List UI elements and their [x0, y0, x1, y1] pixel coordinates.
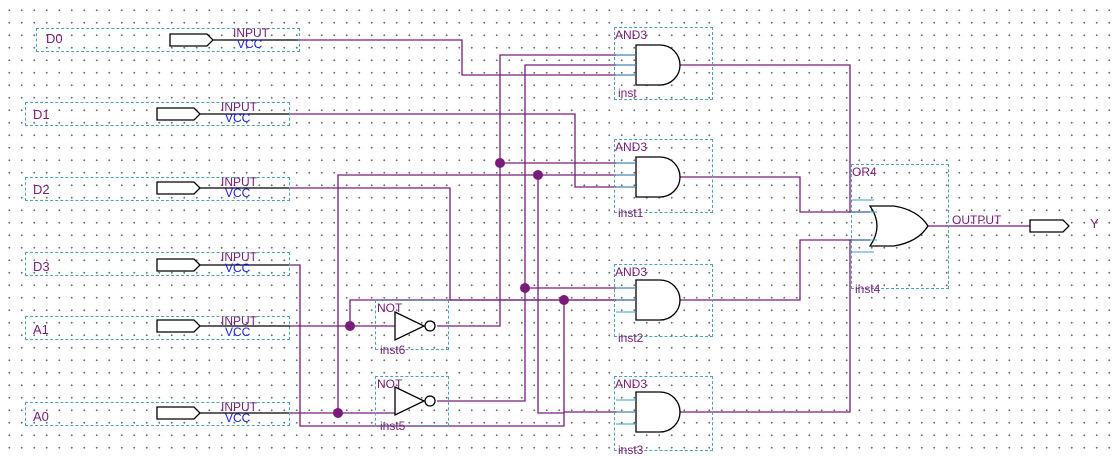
pin-type: OUTPUT [952, 213, 1002, 227]
pin-name: D3 [33, 259, 50, 274]
gate-type: OR4 [852, 165, 877, 179]
gate-shapes [394, 44, 1070, 433]
pin-stubs [616, 54, 877, 425]
gate-inst: inst5 [380, 419, 406, 433]
gate-type: AND3 [615, 377, 648, 391]
wire-d1 [290, 113, 636, 188]
pin-type: INPUT [221, 400, 257, 414]
pin-default: VCC [225, 186, 251, 200]
pin-default: VCC [237, 37, 263, 51]
input-pin-arrow [156, 406, 201, 420]
gate-inst: inst3 [618, 443, 644, 457]
and-gate-inst2[interactable]: AND3 inst2 [614, 264, 713, 344]
input-pin-d2[interactable]: D2 INPUT VCC [25, 175, 290, 201]
input-pin-arrow [156, 181, 201, 195]
input-pin-d1[interactable]: D1 INPUT VCC [25, 100, 290, 126]
wire-d2 [290, 187, 636, 301]
gate-inst: inst4 [855, 282, 881, 296]
gate-inst: inst6 [380, 343, 406, 357]
gate-inst: inst [618, 86, 637, 100]
and-gate-body [635, 279, 681, 321]
junction [345, 321, 355, 331]
wire-a1-bus [349, 299, 636, 326]
wires [290, 39, 1030, 427]
and-gate-inst3[interactable]: AND3 inst3 [614, 376, 713, 456]
pin-type: INPUT [233, 26, 269, 40]
pin-name: D1 [33, 107, 50, 122]
not-gate-inst5[interactable]: NOT inst5 [375, 376, 449, 432]
input-pin-d3[interactable]: D3 INPUT VCC [25, 250, 290, 276]
input-pin-arrow [156, 319, 201, 333]
and-gate-inst[interactable]: AND3 inst [614, 27, 713, 100]
pin-type: INPUT [221, 314, 257, 328]
input-pin-d0[interactable]: D0 INPUT VCC [36, 26, 300, 52]
gate-type: AND3 [615, 140, 648, 154]
input-pin-arrow [156, 258, 201, 272]
pin-type: INPUT [221, 250, 257, 264]
input-pin-a0[interactable]: A0 INPUT VCC [25, 400, 290, 426]
and-gate-body [635, 156, 681, 198]
wire-d0 [298, 39, 636, 76]
junction [333, 408, 343, 418]
junction [520, 283, 530, 293]
input-pin-arrow [169, 33, 214, 47]
pin-type: INPUT [221, 175, 257, 189]
pin-default: VCC [225, 325, 251, 339]
junction [495, 158, 505, 168]
pin-name: A1 [33, 322, 49, 337]
and-gate-body [635, 391, 681, 433]
wire-d3 [290, 264, 565, 427]
wire-and1-or [680, 176, 870, 213]
pin-name: D0 [46, 31, 63, 46]
wire-and2-or [680, 239, 870, 301]
not-gate-body [394, 385, 426, 417]
and-gate-body [635, 44, 681, 86]
junctions [333, 158, 569, 418]
and-gate-inst1[interactable]: AND3 inst1 [614, 139, 713, 219]
pin-name: D2 [33, 182, 50, 197]
not-gate-bubble [424, 320, 436, 332]
or-gate-inst4[interactable]: OR4 inst4 [851, 164, 949, 295]
output-pin-shape [1029, 219, 1070, 233]
not-gate-body [394, 310, 426, 342]
or-gate-body [868, 205, 929, 247]
wire-not-a0 [437, 64, 636, 402]
gate-inst: inst1 [618, 206, 644, 220]
gate-inst: inst2 [618, 331, 644, 345]
output-pin-name: Y [1090, 216, 1099, 231]
junction [533, 170, 543, 180]
pin-default: VCC [225, 111, 251, 125]
gate-type: NOT [377, 377, 403, 391]
wire-not-a1 [437, 54, 636, 327]
gate-type: NOT [377, 301, 403, 315]
gate-type: AND3 [615, 265, 648, 279]
not-gate-bubble [424, 395, 436, 407]
pin-type: INPUT [221, 100, 257, 114]
input-pin-shapes [156, 33, 298, 420]
input-pin-a1[interactable]: A1 INPUT VCC [25, 314, 290, 340]
junction [559, 295, 569, 305]
input-pin-arrow [156, 107, 201, 121]
pin-default: VCC [225, 261, 251, 275]
output-pin-y[interactable]: OUTPUT [952, 214, 1012, 228]
wire-a0-and3 [537, 175, 564, 414]
not-gate-inst6[interactable]: NOT inst6 [375, 300, 449, 356]
pin-default: VCC [225, 411, 251, 425]
pin-name: A0 [33, 409, 49, 424]
gate-type: AND3 [615, 28, 648, 42]
